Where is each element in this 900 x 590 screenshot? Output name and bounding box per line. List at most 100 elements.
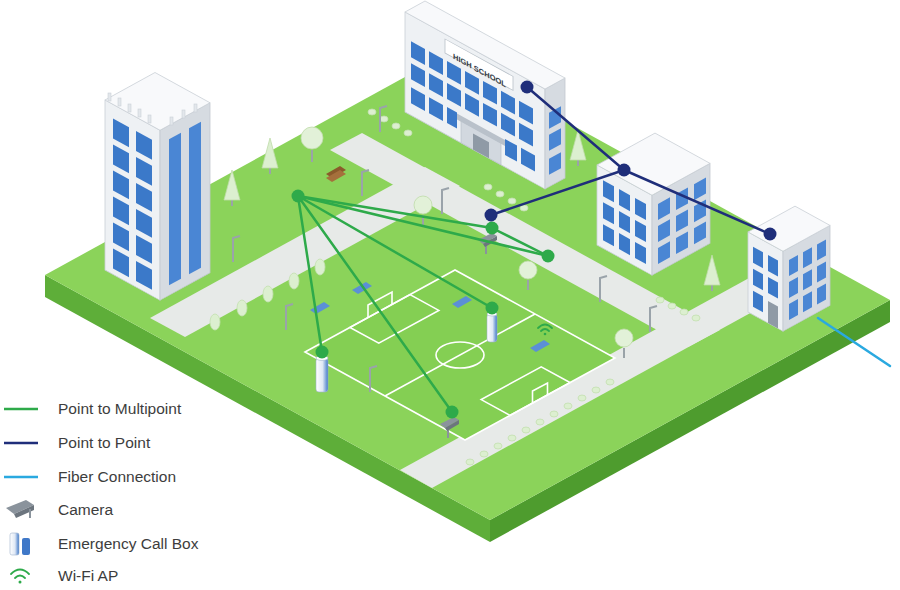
middle-building bbox=[694, 222, 706, 245]
bush bbox=[380, 116, 388, 122]
tower-building bbox=[108, 93, 111, 101]
middle-building bbox=[619, 189, 630, 211]
high-school-building bbox=[447, 61, 461, 85]
high-school-building bbox=[429, 73, 443, 97]
high-school-building bbox=[405, 1, 565, 189]
fiber-link bbox=[818, 318, 890, 366]
legend-camera-icon bbox=[6, 500, 34, 518]
point-to-multipoint-link bbox=[298, 196, 548, 412]
tree bbox=[704, 255, 720, 285]
middle-building bbox=[676, 187, 688, 210]
high-school-building bbox=[411, 63, 425, 87]
radio-dot bbox=[764, 228, 777, 241]
emergency-call-box bbox=[316, 312, 497, 392]
middle-building bbox=[658, 241, 670, 264]
point-to-point-link bbox=[527, 87, 624, 170]
middle-building bbox=[676, 231, 688, 254]
middle-building bbox=[694, 178, 706, 201]
middle-building bbox=[658, 197, 670, 220]
right-building bbox=[768, 277, 778, 299]
tree bbox=[577, 160, 579, 166]
point-to-multipoint-link bbox=[298, 196, 322, 352]
tree bbox=[414, 196, 432, 214]
radio-dot bbox=[446, 406, 459, 419]
right-building bbox=[748, 206, 830, 331]
tower-building bbox=[160, 103, 210, 301]
emergency-call-box bbox=[487, 314, 497, 342]
soccer-field bbox=[305, 270, 615, 440]
right-building bbox=[753, 247, 763, 269]
tower-building bbox=[113, 170, 129, 199]
radio-dot bbox=[316, 346, 329, 359]
bush bbox=[289, 273, 299, 289]
tower-building bbox=[160, 103, 210, 301]
bench bbox=[452, 296, 472, 308]
legend-text: Wi-Fi AP bbox=[58, 567, 118, 585]
high-school-building bbox=[473, 133, 489, 158]
high-school-building bbox=[483, 103, 497, 127]
legend-text-holder: Emergency Call Box bbox=[58, 535, 198, 553]
bush bbox=[496, 191, 504, 197]
legend-text-holder: Camera bbox=[58, 501, 113, 519]
legend-text: Emergency Call Box bbox=[58, 535, 198, 553]
tower-building bbox=[136, 183, 152, 212]
tree bbox=[224, 127, 720, 358]
tower-building bbox=[113, 222, 129, 251]
bush bbox=[237, 300, 247, 316]
high-school-building bbox=[405, 1, 565, 89]
lamp-post bbox=[380, 106, 387, 132]
tower-building bbox=[128, 104, 131, 112]
legend-line-sample bbox=[4, 409, 38, 477]
high-school-building bbox=[447, 83, 461, 107]
radio-dot bbox=[521, 81, 534, 94]
right-building bbox=[803, 269, 812, 290]
right-building bbox=[753, 269, 763, 291]
wifi-ap bbox=[538, 325, 552, 336]
ground-platform bbox=[45, 55, 890, 520]
tower-building bbox=[136, 235, 152, 264]
right-building bbox=[768, 255, 778, 277]
soccer-field bbox=[385, 314, 535, 396]
right-building bbox=[753, 291, 763, 313]
bush bbox=[550, 411, 558, 417]
legend-text: Point to Multipoint bbox=[58, 400, 181, 418]
middle-building bbox=[676, 209, 688, 232]
middle-building bbox=[635, 220, 646, 242]
tree bbox=[623, 348, 625, 358]
tower-building bbox=[108, 93, 197, 125]
ground-platform bbox=[45, 55, 890, 542]
middle-building bbox=[619, 233, 630, 255]
high-school-building bbox=[521, 148, 535, 172]
bush bbox=[522, 427, 530, 433]
lamp-post bbox=[362, 170, 369, 196]
bush bbox=[480, 451, 488, 457]
legend-call-box-icon bbox=[10, 533, 19, 555]
bush bbox=[536, 419, 544, 425]
high-school-building bbox=[505, 139, 517, 162]
tower-building bbox=[136, 157, 152, 186]
high-school-building bbox=[549, 128, 561, 151]
radio-dot bbox=[542, 250, 555, 263]
bush bbox=[466, 459, 474, 465]
radio-dot bbox=[618, 164, 631, 177]
lamp-post bbox=[233, 106, 657, 392]
legend-wifi-icon bbox=[11, 570, 29, 575]
legend-wifi-icon bbox=[19, 581, 22, 584]
bench bbox=[326, 170, 346, 182]
emergency-call-box bbox=[316, 358, 328, 392]
tower-building bbox=[169, 133, 181, 286]
point-to-point-link bbox=[624, 170, 770, 234]
bush bbox=[315, 259, 325, 275]
right-building bbox=[789, 299, 798, 320]
tower-building bbox=[118, 98, 121, 106]
point-to-multipoint-link bbox=[298, 196, 492, 308]
camera bbox=[445, 420, 459, 431]
bush bbox=[692, 315, 700, 321]
lamp-post bbox=[442, 188, 449, 214]
lamp-post bbox=[600, 276, 607, 302]
soccer-field bbox=[436, 342, 484, 368]
legend-text: Fiber Connection bbox=[58, 468, 176, 486]
tower-building bbox=[148, 115, 151, 123]
